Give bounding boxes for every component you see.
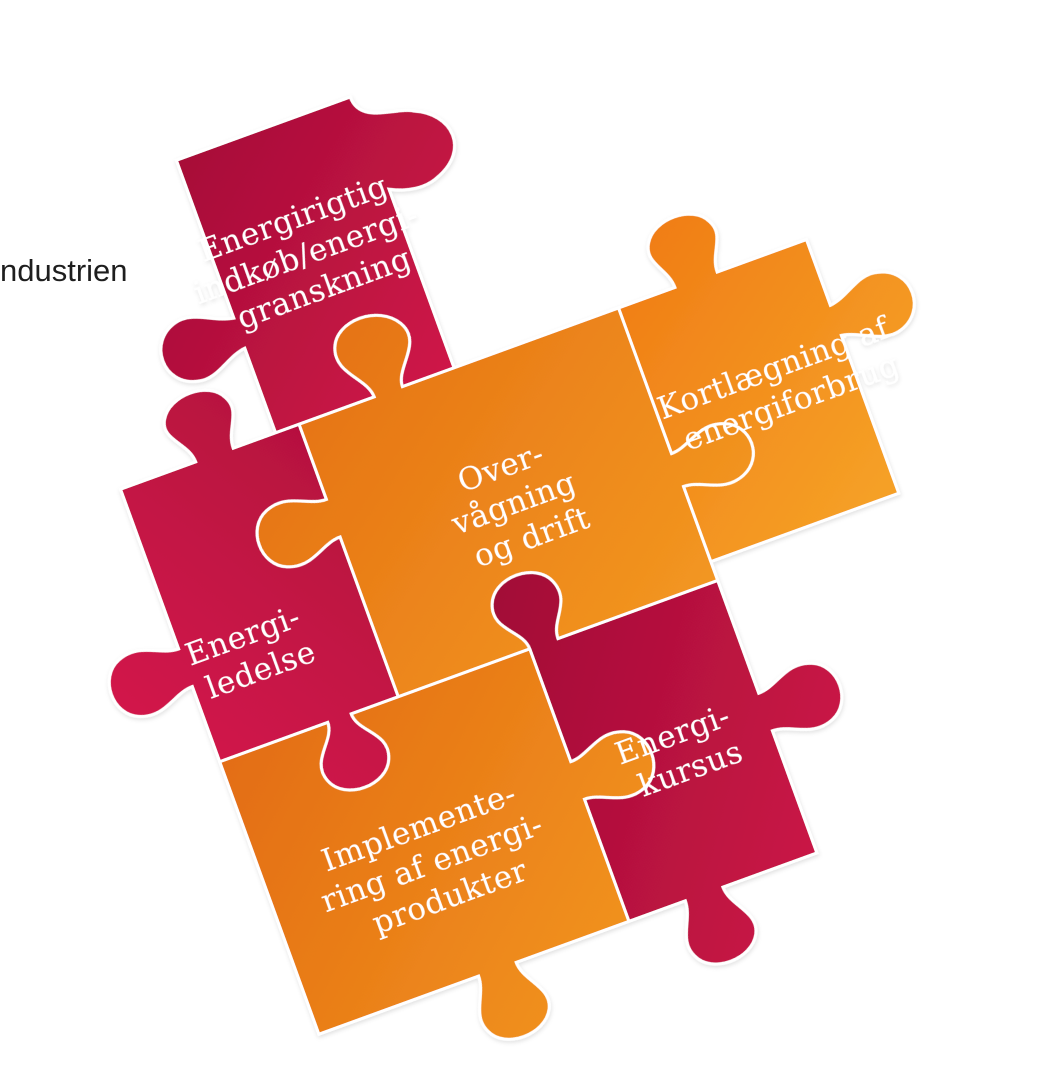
cropped-heading-text: ndustrien	[0, 253, 128, 288]
piece-energikursus	[490, 571, 844, 966]
